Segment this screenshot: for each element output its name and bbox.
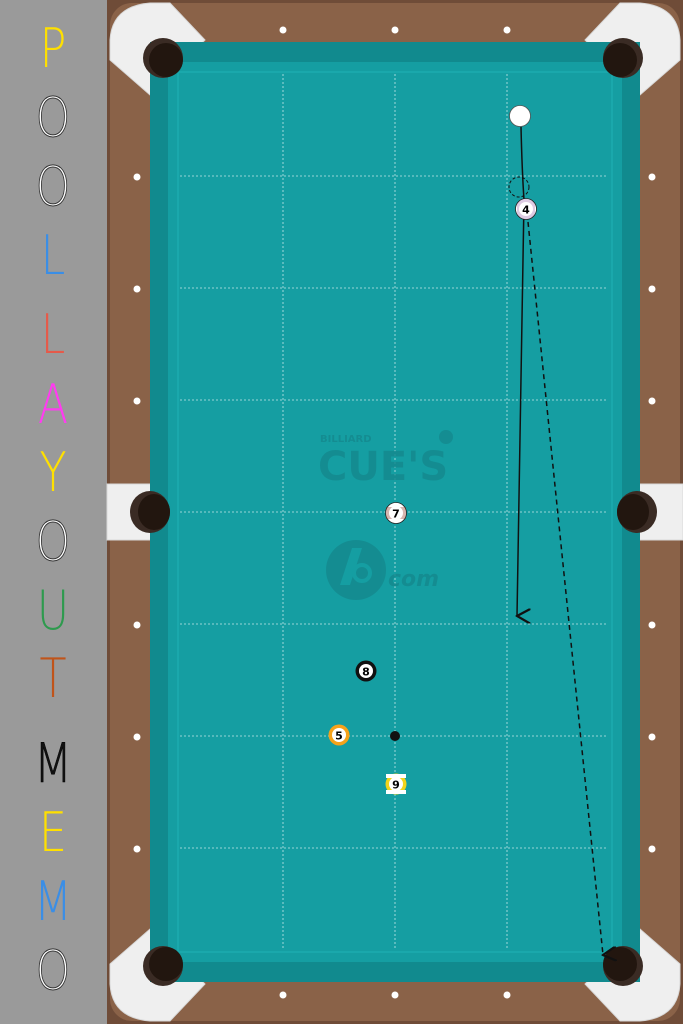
ball-7[interactable]: 7 [385, 502, 407, 524]
ball-8-label: 8 [362, 666, 370, 679]
title-letter-8: O [35, 510, 71, 573]
title-letter-13: M [33, 870, 73, 933]
logo-ball-icon [439, 430, 453, 444]
object-path-line [527, 221, 603, 955]
ball-4[interactable]: 4 [515, 198, 537, 220]
pockets [130, 38, 657, 986]
title-letter-7: Y [39, 441, 67, 504]
pocket-bottom-right [603, 946, 643, 986]
foot-spot [390, 731, 400, 741]
title-letter-5: L [40, 303, 66, 366]
logo-main-text: CUE'S [318, 444, 448, 490]
cues-logo: BILLIARD CUE'S com [318, 430, 453, 600]
ball-9-label: 9 [392, 779, 400, 792]
title-letter-11: M [33, 732, 73, 795]
diamonds [133, 26, 656, 999]
ghost-ball [508, 176, 530, 198]
title-letter-14: O [35, 939, 71, 1002]
title-letter-9: U [36, 579, 70, 642]
pocket-side-left [130, 491, 170, 533]
ball-7-label: 7 [392, 508, 400, 521]
title-letter-4: L [40, 224, 66, 287]
ball-5-label: 5 [335, 730, 343, 743]
logo-small-text: BILLIARD [320, 434, 372, 445]
logo-d-mark-icon [326, 540, 386, 600]
title-letter-2: O [35, 86, 71, 149]
title-letter-1: P [39, 17, 67, 80]
title-letter-10: T [39, 647, 67, 710]
ball-5[interactable]: 5 [328, 724, 350, 746]
title-letter-6: A [37, 373, 69, 436]
pocket-top-left [143, 38, 183, 78]
ball-cue[interactable] [509, 105, 531, 127]
pocket-top-right [603, 38, 643, 78]
pocket-side-right [617, 491, 657, 533]
ball-8[interactable]: 8 [355, 660, 377, 682]
title-letter-12: E [39, 801, 67, 864]
ball-9[interactable]: 9 [385, 773, 407, 795]
ball-4-label: 4 [522, 204, 530, 217]
title-letter-3: O [35, 155, 71, 218]
logo-sub-text: com [388, 567, 439, 592]
title-sidebar [0, 0, 107, 1024]
pocket-bottom-left [143, 946, 183, 986]
